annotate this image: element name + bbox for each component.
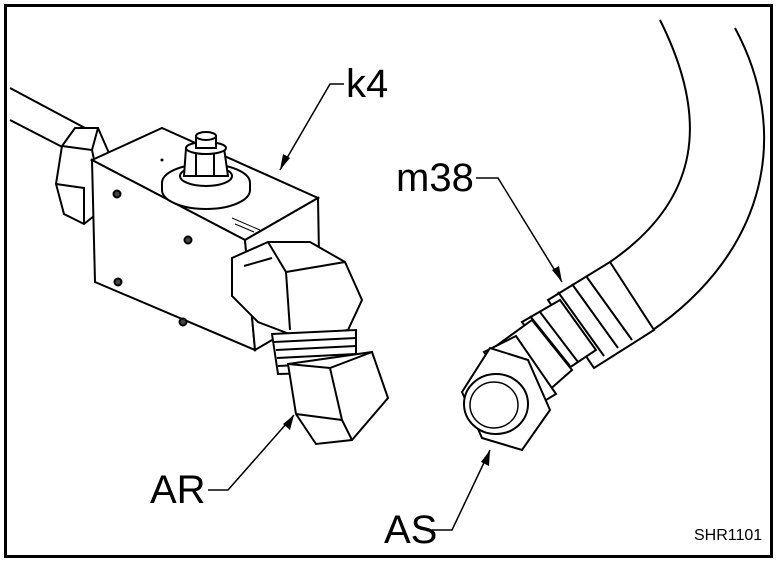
callout-ar: AR: [150, 468, 206, 512]
leader-lines: [208, 83, 563, 531]
leader-arrowheads: [280, 154, 562, 466]
m38-arrowhead: [552, 266, 562, 282]
ar-arrowhead: [283, 415, 294, 430]
ar-hex-nut: [286, 350, 390, 446]
figure-code: SHR1101: [694, 527, 763, 544]
border-frame: [4, 4, 773, 558]
elbow-fitting: [231, 241, 364, 340]
callout-m38: m38: [396, 156, 474, 200]
ar-leader: [208, 414, 295, 491]
valve-adjuster: [161, 131, 251, 210]
m38-leader: [476, 177, 563, 283]
callout-as: AS: [384, 508, 438, 552]
hose: [609, 19, 766, 333]
k4-leader: [279, 83, 344, 171]
k4-arrowhead: [280, 154, 290, 170]
as-hex-nut: [460, 346, 552, 452]
as-arrowhead: [481, 450, 490, 466]
as-leader: [432, 449, 491, 531]
callout-k4: k4: [346, 62, 389, 106]
